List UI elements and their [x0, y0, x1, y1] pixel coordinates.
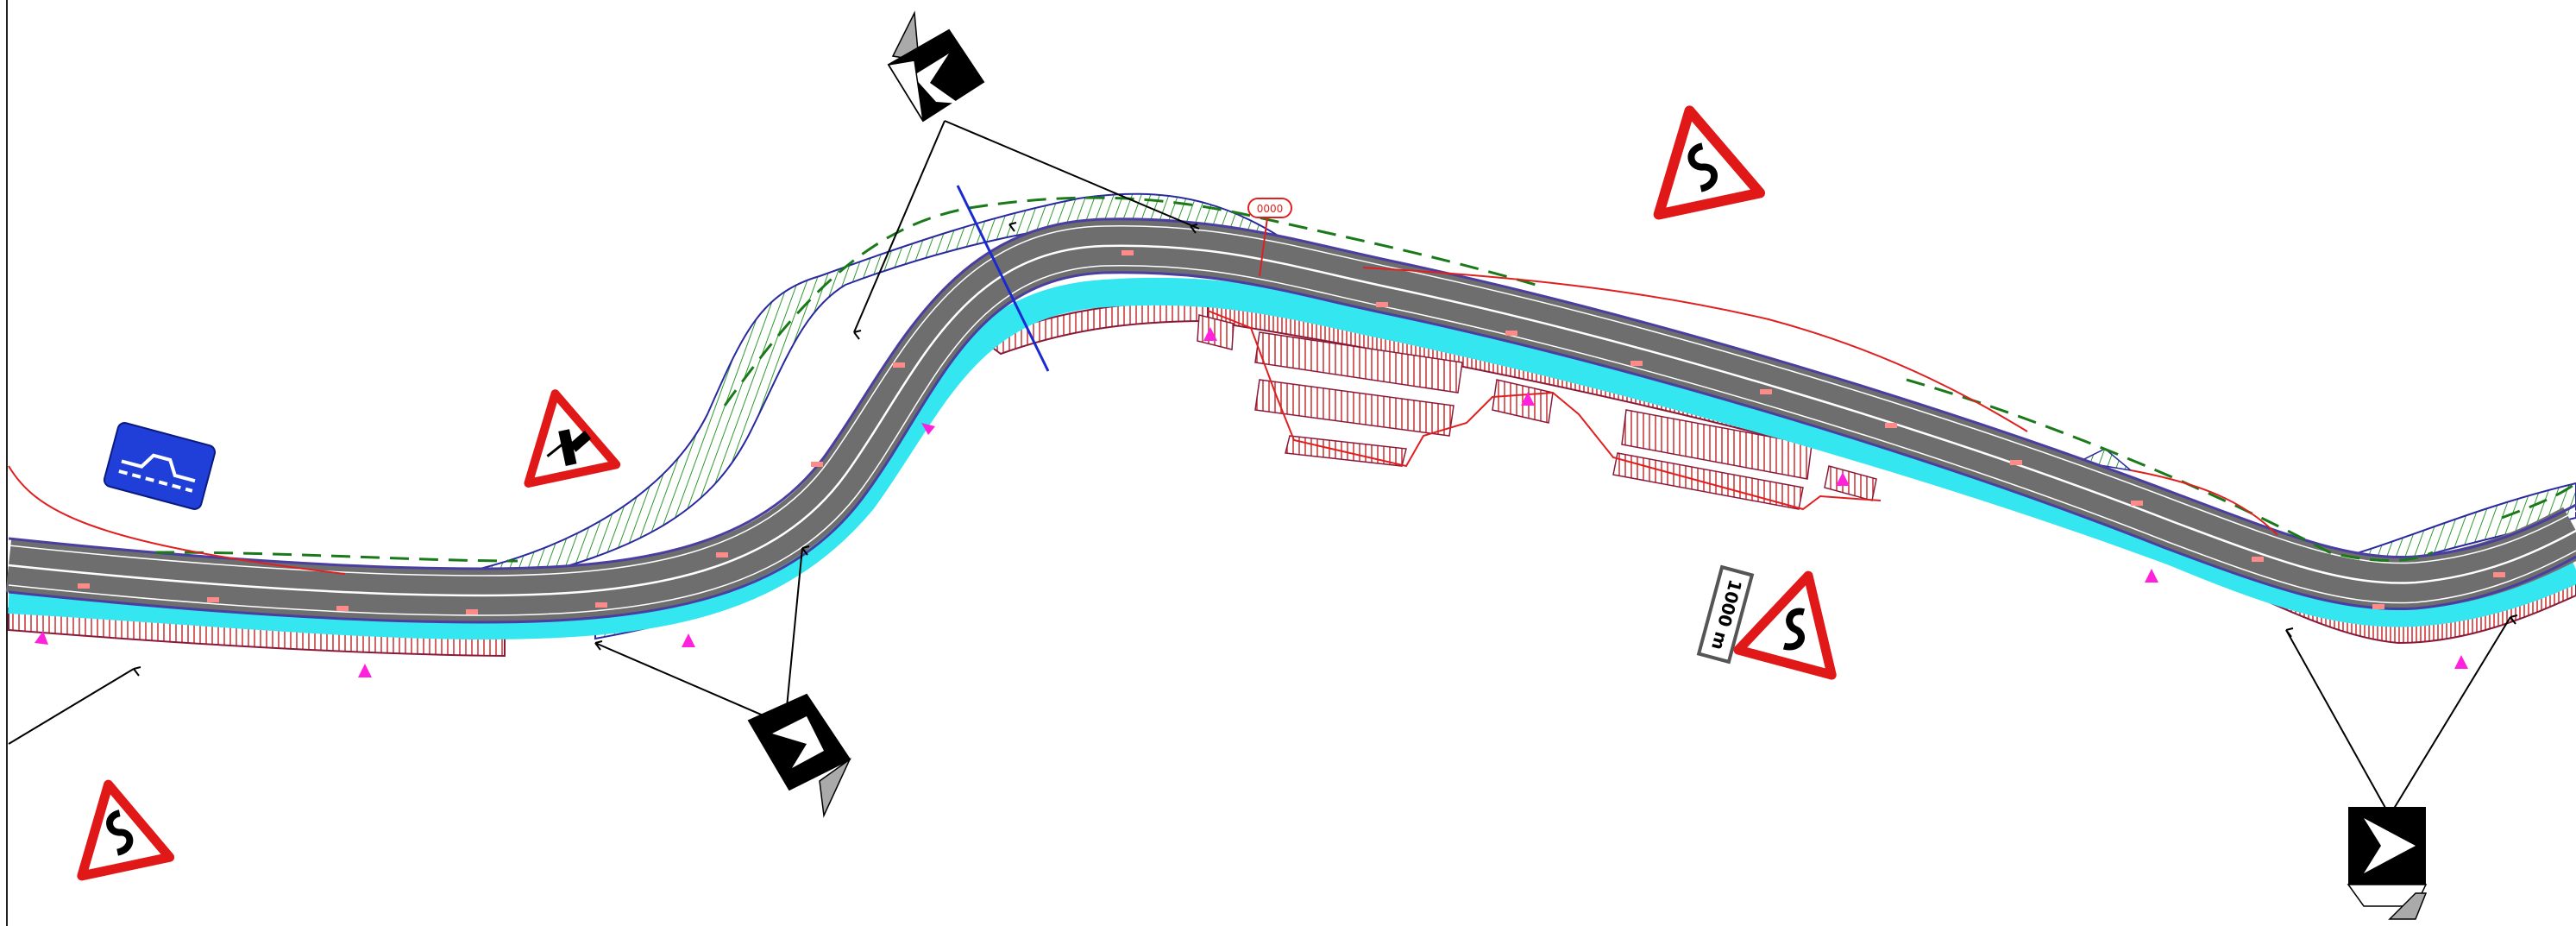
winding-road-icon-2: [1782, 608, 1806, 651]
road-shoulder: [8, 277, 2576, 640]
road-center-line: [8, 244, 2576, 597]
chevron-left-sign: [887, 10, 985, 123]
barrier-line-upper: [723, 196, 1536, 406]
cross-section-line: [956, 185, 1050, 372]
property-line-left: [8, 465, 346, 575]
road-lane-line-outer: [8, 225, 2576, 576]
leader-lines: [8, 120, 2511, 816]
barrier-line-right: [1906, 378, 2434, 562]
callout-tag: 0000: [1247, 198, 1292, 277]
terrace-patches: [1197, 314, 1877, 510]
winding-road-sign-top: [1653, 105, 1766, 220]
chevron-right-sign-middle: [747, 693, 851, 818]
chevron-right-sign-right: [2347, 807, 2428, 920]
winding-road-icon-3: [106, 809, 134, 856]
road-edge-inner: [8, 271, 2576, 624]
winding-road-sign-bottom: [77, 779, 175, 881]
speed-bump-sign: [103, 422, 217, 510]
winding-road-icon: [1687, 142, 1718, 192]
road-lane-line-inner: [8, 265, 2576, 616]
speed-bump-icon: [121, 453, 196, 483]
callout-tag-label: 0000: [1257, 203, 1284, 215]
delineator-markers: [35, 327, 2468, 677]
barrier-line-far-right: [2501, 482, 2576, 520]
post-glyphs: [133, 222, 2518, 677]
winding-road-sign-distance: 1000 m: [1696, 564, 1837, 680]
side-road-junction-icon: [546, 429, 592, 466]
chainage-marks: [78, 250, 2505, 614]
terrace-boundary: [1207, 310, 1882, 511]
side-road-sign: [524, 389, 621, 488]
property-line-right: [1362, 267, 2278, 536]
